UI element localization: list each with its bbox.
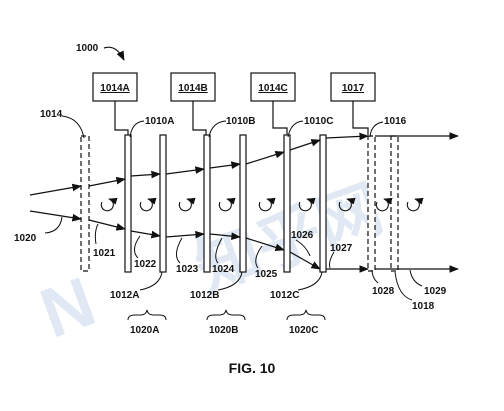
label-1027: 1027 [330,243,353,254]
label-1021: 1021 [93,248,116,259]
label-1023: 1023 [176,264,199,275]
leader-lines [44,115,423,301]
label-1010a: 1010A [145,116,174,127]
dashed-plate-1014 [80,135,90,272]
box-1014c [250,72,296,102]
label-1026: 1026 [291,230,314,241]
grating-1012b [239,134,247,273]
dashed-plate-1016b [390,135,399,272]
label-1020c: 1020C [289,325,318,336]
box-connectors [114,101,369,135]
label-1012b: 1012B [190,290,219,301]
control-boxes: 1014A 1014B 1014C 1017 [92,72,376,102]
box-1014b [170,72,216,102]
reference-arrow [103,46,125,61]
label-1012a: 1012A [110,290,139,301]
upper-beam [29,132,459,196]
reference-label: 1000 [76,43,99,54]
labels: 1014 1010A 1010B 1010C 1016 1020 1021 10… [14,109,447,336]
label-1010c: 1010C [304,116,333,127]
grating-1010c [283,134,291,273]
gratings [124,134,327,273]
label-1020a: 1020A [130,325,159,336]
figure-reference: 1000 [76,43,125,61]
label-1012c: 1012C [270,290,299,301]
dashed-elements [80,135,399,272]
label-1014: 1014 [40,109,63,120]
grating-1012a [159,134,167,273]
label-1010b: 1010B [226,116,255,127]
label-1022: 1022 [134,259,157,270]
box-1017-label: 1017 [342,83,365,94]
label-1020: 1020 [14,233,37,244]
grating-1010a [124,134,132,273]
figure-caption: FIG. 10 [229,360,276,376]
section-braces [127,309,326,321]
watermark-letter: N [31,262,105,353]
lower-beam [29,210,459,273]
grating-1012c [319,134,327,273]
label-1024: 1024 [212,264,235,275]
label-1018: 1018 [412,301,435,312]
dashed-plate-1016a [367,135,376,272]
box-1014c-label: 1014C [258,83,287,94]
box-1014b-label: 1014B [178,83,207,94]
grating-1010b [203,134,211,273]
box-1014a-label: 1014A [100,83,129,94]
label-1029: 1029 [424,286,447,297]
label-1020b: 1020B [209,325,238,336]
label-1028: 1028 [372,286,395,297]
label-1016: 1016 [384,116,407,127]
rotation-symbols [100,197,424,212]
label-1025: 1025 [255,269,278,280]
